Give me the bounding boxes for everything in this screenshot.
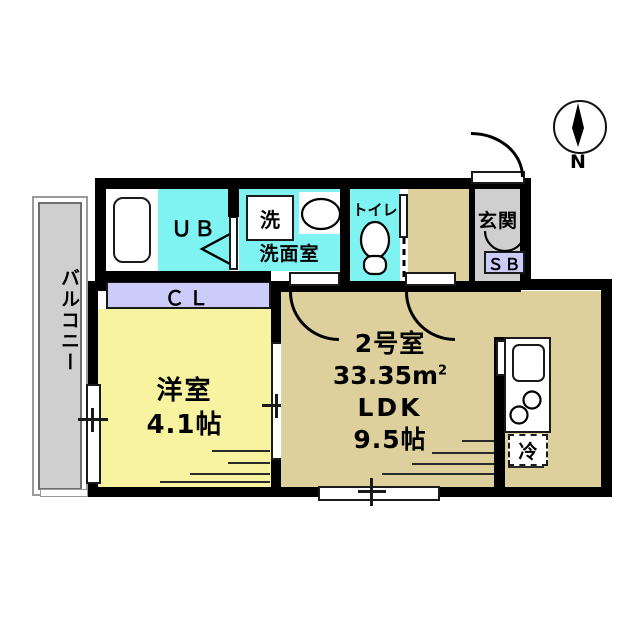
wall-washroom-toilet xyxy=(340,189,350,281)
unit-area-label: 33.35m2 xyxy=(300,363,480,388)
ldk-size-label: 9.5帖 xyxy=(353,425,427,454)
window-tick xyxy=(91,408,94,432)
ldk-type-label: LDK xyxy=(357,393,423,422)
floor-line xyxy=(160,481,270,483)
unit-number-label: 2号室 xyxy=(354,329,426,358)
refrigerator-icon: 冷 xyxy=(508,434,548,466)
door-tick xyxy=(275,394,278,418)
wall-top-right xyxy=(520,279,612,290)
north-arrow-icon xyxy=(572,103,584,147)
floor-line xyxy=(382,473,504,475)
floor-line xyxy=(190,473,270,475)
toilet-icon xyxy=(359,220,391,276)
compass-label: N xyxy=(570,151,586,173)
unit-bath-label: ＵＢ xyxy=(171,217,217,241)
hall-area xyxy=(408,189,473,281)
wall-hall-entrance xyxy=(469,189,475,281)
toilet-door-swing xyxy=(402,238,406,282)
ldk-south-window[interactable] xyxy=(318,486,440,501)
bedroom-balcony-window[interactable] xyxy=(86,384,101,484)
floor-line xyxy=(508,466,544,468)
washroom-door-panel[interactable] xyxy=(289,272,340,286)
wall-left-upper xyxy=(95,178,106,291)
floor-line xyxy=(412,463,504,465)
floor-line xyxy=(432,452,504,454)
bathtub-icon xyxy=(113,197,151,263)
bedroom-name-label: 洋室 xyxy=(156,376,213,406)
floor-line xyxy=(228,462,270,464)
washroom-label: 洗面室 xyxy=(259,243,320,265)
bedroom-door-dashed xyxy=(275,288,278,340)
entrance-door-swing-arc xyxy=(471,132,524,177)
wall-ldk-top xyxy=(281,281,521,292)
wall-right xyxy=(601,279,612,497)
floor-line xyxy=(212,450,270,452)
toilet-door-jamb xyxy=(399,194,408,238)
folding-door-icon xyxy=(199,232,231,266)
wall-ub-washroom xyxy=(228,189,239,217)
floor-line xyxy=(462,440,504,442)
window-tick xyxy=(358,490,386,493)
unit-area-value: 33.35m xyxy=(332,361,439,390)
gas-burner-icon xyxy=(509,390,542,425)
balcony-step xyxy=(40,489,88,497)
kitchen-drainer xyxy=(496,340,506,376)
shoebox-label: ＳＢ xyxy=(484,251,525,274)
kitchen-sink-icon xyxy=(512,344,545,382)
bedroom-size-label: 4.1帖 xyxy=(146,410,223,440)
closet-area xyxy=(106,281,271,309)
wall-kitchen-left xyxy=(494,337,505,487)
washer-icon: 洗 xyxy=(246,195,294,241)
entrance-label: 玄関 xyxy=(477,210,518,232)
unit-area-sup: 2 xyxy=(438,363,448,379)
toilet-label: トイレ xyxy=(352,201,398,219)
balcony-label: バルコニー xyxy=(58,268,80,373)
hall-door-panel[interactable] xyxy=(405,272,456,286)
wall-top-left xyxy=(95,178,520,189)
wall-above-closet xyxy=(106,271,271,282)
closet-label: ＣＬ xyxy=(164,286,213,310)
washbasin-icon xyxy=(300,197,342,231)
compass-circle xyxy=(553,100,607,154)
shoebox-door-icon xyxy=(484,230,526,252)
ub-door-jamb xyxy=(229,216,238,270)
compass-rose: N xyxy=(548,100,608,180)
bedroom-area xyxy=(98,309,271,487)
